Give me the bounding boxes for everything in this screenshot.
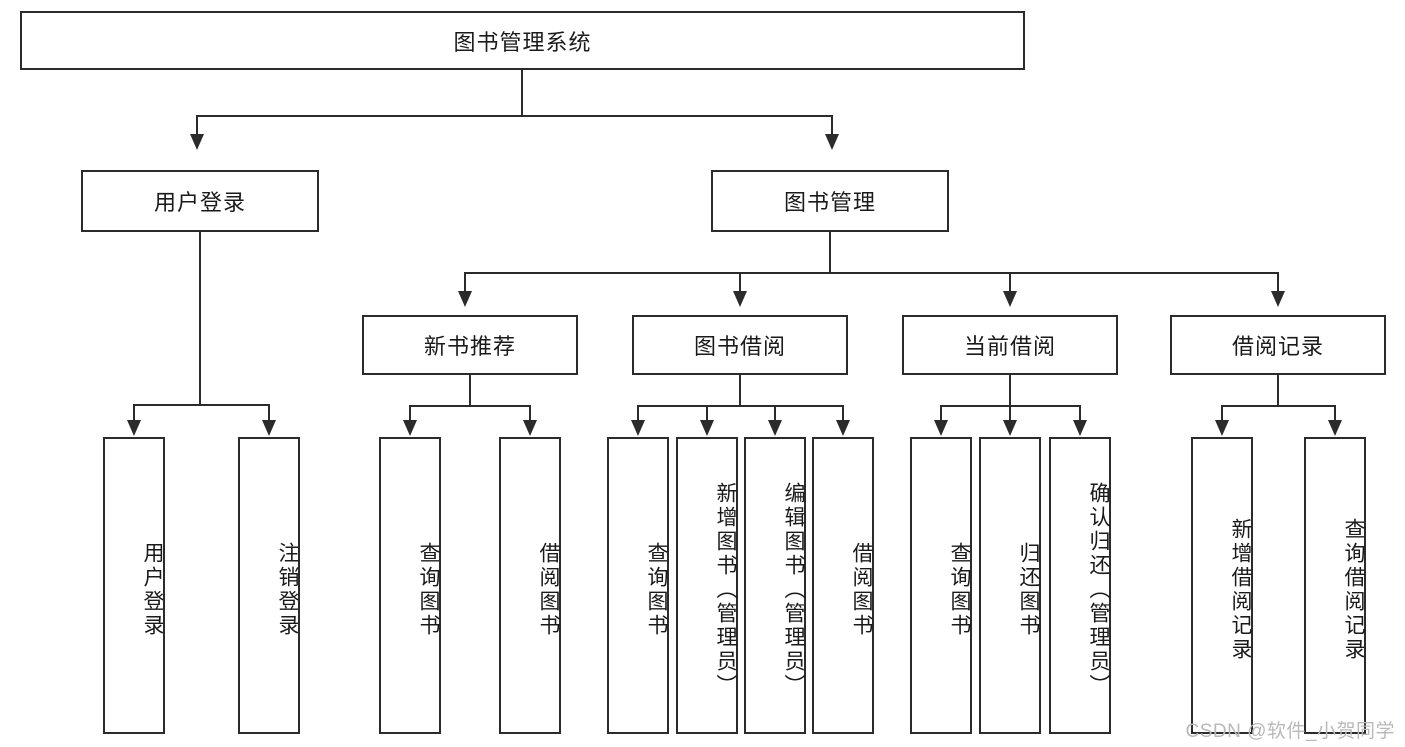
node-label: 新增图书（管理员）	[714, 481, 737, 698]
node-label: 用户登录	[153, 190, 246, 215]
connector-bm-drop-3	[1009, 272, 1011, 292]
node-borrow-record[interactable]: 借阅记录	[1170, 315, 1386, 375]
connector-user-login-drop-2	[268, 404, 270, 421]
arrowhead-br-2	[1328, 420, 1342, 436]
connector-nbr-stem	[469, 375, 471, 406]
arrowhead-new-book-recommend	[458, 291, 472, 307]
node-user-login[interactable]: 用户登录	[81, 170, 319, 232]
connector-book-management-bus	[464, 272, 1277, 274]
connector-bb-stem	[739, 375, 741, 406]
connector-root-drop-right	[831, 115, 833, 135]
connector-cb-drop-2	[1009, 405, 1011, 421]
connector-nbr-drop-1	[409, 405, 411, 421]
connector-cb-drop-3	[1079, 405, 1081, 421]
node-label: 归还图书	[1017, 541, 1040, 638]
node-label: 图书管理	[783, 190, 876, 215]
node-label: 图书借阅	[693, 334, 786, 359]
connector-br-drop-2	[1334, 405, 1336, 421]
leaf-book-borrow-add-book[interactable]: 新增图书（管理员）	[676, 437, 738, 734]
node-label: 新书推荐	[423, 334, 516, 359]
node-book-management-system[interactable]: 图书管理系统	[20, 11, 1025, 70]
connector-root-stem	[521, 70, 523, 115]
connector-root-bus	[196, 115, 833, 117]
node-label: 当前借阅	[963, 334, 1056, 359]
arrowhead-cb-1	[934, 420, 948, 436]
connector-br-stem	[1277, 375, 1279, 406]
arrowhead-cb-2	[1003, 420, 1017, 436]
arrowhead-cb-3	[1073, 420, 1087, 436]
leaf-user-login-login[interactable]: 用户登录	[103, 437, 165, 734]
connector-user-login-bus	[133, 404, 270, 406]
watermark-text: CSDN @软件_小贺同学	[1185, 721, 1395, 742]
connector-br-bus	[1221, 405, 1336, 407]
leaf-new-book-query-book[interactable]: 查询图书	[379, 437, 441, 734]
connector-root-drop-left	[196, 115, 198, 135]
connector-bm-drop-2	[739, 272, 741, 292]
leaf-borrow-record-add-record[interactable]: 新增借阅记录	[1191, 437, 1253, 734]
connector-bb-drop-3	[774, 405, 776, 421]
connector-cb-stem	[1009, 375, 1011, 406]
connector-bm-drop-1	[464, 272, 466, 292]
leaf-book-borrow-query-book[interactable]: 查询图书	[607, 437, 669, 734]
connector-bb-drop-4	[842, 405, 844, 421]
connector-br-drop-1	[1221, 405, 1223, 421]
connector-user-login-drop-1	[133, 404, 135, 421]
node-label: 查询图书	[645, 541, 668, 638]
leaf-current-borrow-confirm-return[interactable]: 确认归还（管理员）	[1049, 437, 1111, 734]
node-book-management[interactable]: 图书管理	[711, 170, 949, 232]
leaf-user-login-logout[interactable]: 注销登录	[238, 437, 300, 734]
connector-bb-bus	[637, 405, 844, 407]
node-label: 查询借阅记录	[1342, 517, 1365, 662]
connector-bm-drop-4	[1277, 272, 1279, 292]
arrowhead-bb-4	[836, 420, 850, 436]
connector-user-login-stem	[199, 232, 201, 405]
connector-cb-drop-1	[940, 405, 942, 421]
arrowhead-bb-1	[631, 420, 645, 436]
arrowhead-br-1	[1215, 420, 1229, 436]
leaf-current-borrow-query-book[interactable]: 查询图书	[910, 437, 972, 734]
arrowhead-to-book-management	[825, 134, 839, 150]
arrowhead-bb-3	[768, 420, 782, 436]
node-new-book-recommend[interactable]: 新书推荐	[362, 315, 578, 375]
arrowhead-to-user-login	[190, 134, 204, 150]
arrowhead-bb-2	[700, 420, 714, 436]
leaf-book-borrow-edit-book[interactable]: 编辑图书（管理员）	[744, 437, 806, 734]
connector-nbr-drop-2	[529, 405, 531, 421]
arrowhead-borrow-record	[1271, 291, 1285, 307]
connector-nbr-bus	[409, 405, 531, 407]
node-current-borrow[interactable]: 当前借阅	[902, 315, 1118, 375]
node-label: 注销登录	[276, 541, 299, 638]
node-label: 查询图书	[948, 541, 971, 638]
arrowhead-user-login-1	[127, 420, 141, 436]
node-label: 借阅记录	[1231, 334, 1324, 359]
node-book-borrow[interactable]: 图书借阅	[632, 315, 848, 375]
node-label: 编辑图书（管理员）	[782, 481, 805, 698]
node-label: 新增借阅记录	[1229, 517, 1252, 662]
leaf-borrow-record-query-record[interactable]: 查询借阅记录	[1304, 437, 1366, 734]
leaf-book-borrow-borrow-book[interactable]: 借阅图书	[812, 437, 874, 734]
leaf-new-book-borrow-book[interactable]: 借阅图书	[499, 437, 561, 734]
arrowhead-current-borrow	[1003, 291, 1017, 307]
node-label: 确认归还（管理员）	[1087, 481, 1110, 698]
node-label: 借阅图书	[850, 541, 873, 638]
connector-bb-drop-1	[637, 405, 639, 421]
arrowhead-nbr-1	[403, 420, 417, 436]
node-label: 借阅图书	[537, 541, 560, 638]
arrowhead-book-borrow	[733, 291, 747, 307]
node-label: 图书管理系统	[453, 29, 592, 55]
node-label: 用户登录	[141, 541, 164, 638]
connector-book-management-stem	[829, 232, 831, 273]
node-label: 查询图书	[417, 541, 440, 638]
arrowhead-user-login-2	[262, 420, 276, 436]
connector-bb-drop-2	[706, 405, 708, 421]
leaf-current-borrow-return-book[interactable]: 归还图书	[979, 437, 1041, 734]
arrowhead-nbr-2	[523, 420, 537, 436]
